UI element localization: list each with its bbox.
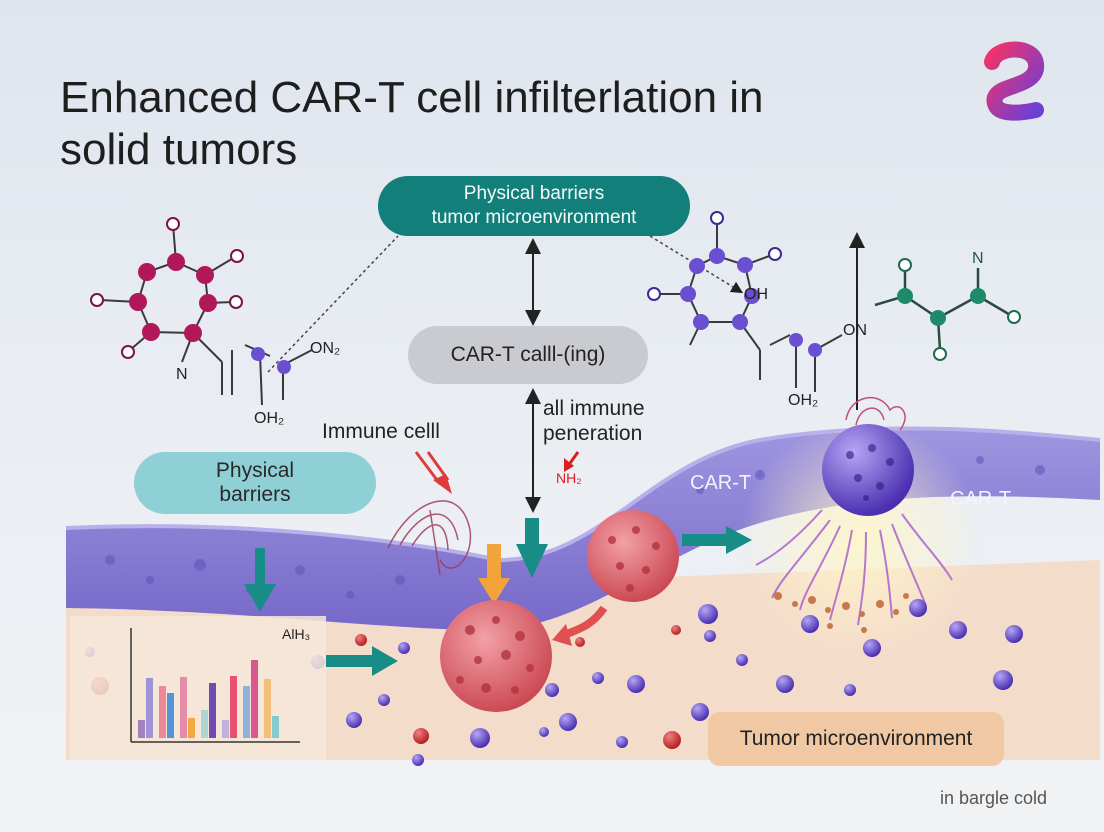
label-cart-1: CAR-T [690,472,752,494]
chart-bar [251,660,258,738]
teal-down-arrow-center [516,518,548,578]
tumor-cell-medium [587,510,679,602]
orange-particles [774,592,909,633]
teal-right-arrow-right [682,526,752,554]
chart-bar [188,718,195,738]
callout-tumor-microenvironment: Tumor microenvironment [708,712,1004,766]
chart-bar [209,683,216,738]
label-on-right: ON [843,322,867,339]
brand-logo [984,41,1044,121]
callout-top-line-1: Physical barriers [463,183,605,204]
label-oh-left: OH₂ [254,410,285,427]
label-immune-pen-line-2: peneration [543,422,643,445]
callout-physical-barriers-top: Physical barriers tumor microenvironment [378,176,690,236]
callout-cart-calling: CAR-T calll-(ing) [408,326,648,384]
chart-bar [167,693,174,738]
teal-down-arrow-left [244,548,276,612]
label-oh-right: OH₂ [788,392,819,409]
footer-text: in bargle cold [940,788,1048,808]
label-immune-pen-line-1: all immune [543,397,645,420]
callout-left-line-2: barriers [219,483,291,506]
teal-right-arrow-left [326,646,398,676]
dotted-connector-left [267,235,399,373]
chart-annotation: AlH₃ [282,626,311,642]
label-n-right: N [972,250,984,267]
molecule-green [874,268,1013,351]
dotted-connector-right [649,235,744,294]
tumor-cell-purple [822,424,914,516]
label-on-left: ON₂ [310,340,341,357]
label-immune-peneration: all immune peneration [543,396,645,446]
chart-bar [138,720,145,738]
tumor-cell-tentacles [755,509,953,626]
label-cart-2: CAR-T [950,488,1012,510]
molecule-right [657,222,843,392]
chart-bar [272,716,279,738]
label-oh-right-ring: OH [744,286,768,303]
callout-top-line-2: tumor microenvironment [431,207,637,228]
page-title: Enhanced CAR-T cell infilterlation in so… [60,72,880,176]
chart-bar [159,686,166,738]
callout-left-line-1: Physical [215,459,295,482]
chart-bar [146,678,153,738]
tumor-cell-large [440,600,552,712]
chart-bar [243,686,250,738]
molecule-green-atoms [897,258,1021,361]
chart-bar [180,677,187,738]
label-immune-cell: Immune celll [322,420,440,443]
molecule-left-atoms [90,217,291,374]
molecule-right-atoms [647,211,822,357]
title-line-1: Enhanced CAR-T cell infilterlation in [60,73,764,122]
chart-bar [264,679,271,738]
label-nh2: NH₂ [556,470,582,486]
orange-down-arrow [478,544,510,604]
chart-bar [201,710,208,738]
molecule-left [99,223,313,406]
callout-physical-barriers-left: Physical barriers [134,452,376,514]
label-n-left: N [176,366,188,383]
immune-cell-net-left [387,500,472,576]
chart-panel [70,616,326,760]
chart-bar [230,676,237,738]
title-line-2: solid tumors [60,125,298,174]
chart-bars [138,660,279,738]
tumor-crown [845,396,906,431]
chart-bar [222,720,229,738]
